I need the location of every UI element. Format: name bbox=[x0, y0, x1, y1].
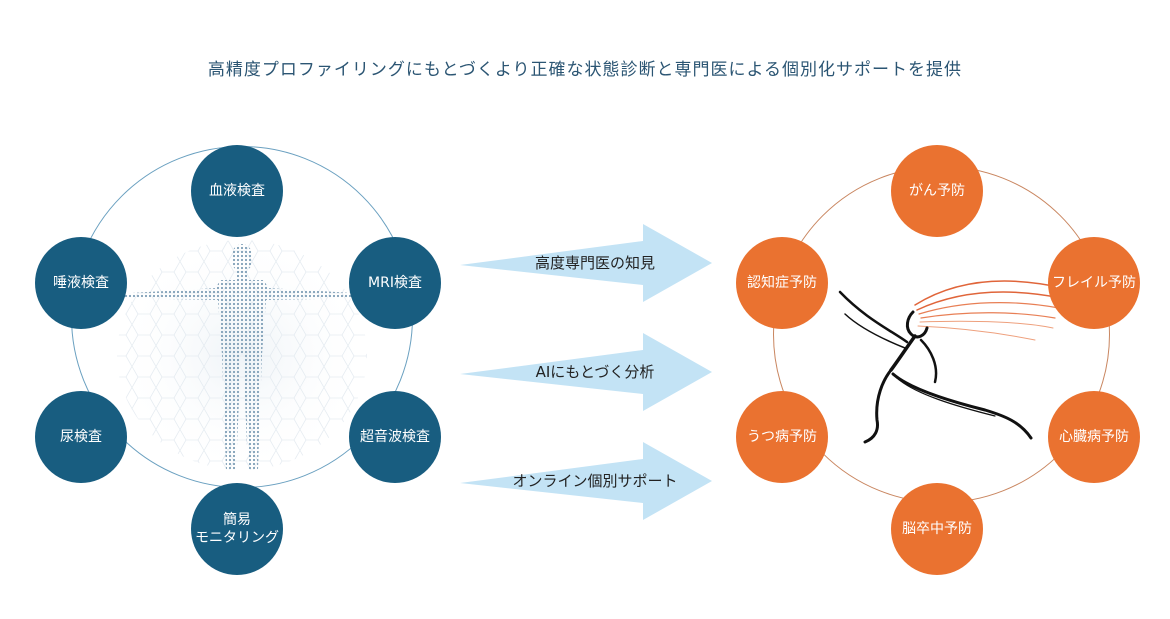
stroke-prevention-node: 脳卒中予防 bbox=[891, 483, 983, 575]
dementia-prevention-label: 認知症予防 bbox=[747, 275, 817, 291]
simple-monitoring-node: 簡易 モニタリング bbox=[191, 483, 283, 575]
dementia-prevention-node: 認知症予防 bbox=[736, 237, 828, 329]
frailty-prevention-node: フレイル予防 bbox=[1048, 237, 1140, 329]
arrow-online-shape bbox=[460, 442, 712, 520]
arrow-ai-label: AIにもとづく分析 bbox=[535, 363, 655, 381]
runner-illustration bbox=[838, 280, 1064, 444]
arrow-ai-shape bbox=[460, 333, 712, 411]
ultrasound-test-node: 超音波検査 bbox=[349, 391, 441, 483]
page-headline: 高精度プロファイリングにもとづくより正確な状態診断と専門医による個別化サポートを… bbox=[207, 60, 963, 80]
saliva-test-node: 唾液検査 bbox=[35, 237, 127, 329]
saliva-test-label: 唾液検査 bbox=[53, 275, 109, 291]
depression-prevention-label: うつ病予防 bbox=[747, 429, 817, 445]
heart-disease-prevention-node: 心臓病予防 bbox=[1048, 391, 1140, 483]
arrow-expert-label: 高度専門医の知見 bbox=[534, 254, 655, 272]
heart-disease-prevention-label: 心臓病予防 bbox=[1059, 429, 1129, 445]
arrow-expert-shape bbox=[460, 224, 712, 302]
arrow-online-label: オンライン個別サポート bbox=[512, 472, 678, 490]
simple-monitoring-label-line2: モニタリング bbox=[195, 530, 279, 546]
arrow-online-support: オンライン個別サポート bbox=[460, 442, 712, 520]
stroke-prevention-label: 脳卒中予防 bbox=[902, 521, 972, 537]
cancer-prevention-label: がん予防 bbox=[909, 183, 965, 199]
mri-test-label: MRI検査 bbox=[368, 275, 422, 291]
blood-test-node: 血液検査 bbox=[191, 145, 283, 237]
urine-test-label: 尿検査 bbox=[60, 429, 102, 445]
arrow-ai-analysis: AIにもとづく分析 bbox=[460, 333, 712, 411]
blood-test-label: 血液検査 bbox=[209, 183, 265, 199]
simple-monitoring-label-line1: 簡易 bbox=[223, 512, 251, 528]
frailty-prevention-label: フレイル予防 bbox=[1052, 275, 1136, 291]
arrow-expert-knowledge: 高度専門医の知見 bbox=[460, 224, 712, 302]
depression-prevention-node: うつ病予防 bbox=[736, 391, 828, 483]
human-body-illustration bbox=[112, 235, 372, 475]
ultrasound-test-label: 超音波検査 bbox=[360, 429, 430, 445]
mri-test-node: MRI検査 bbox=[349, 237, 441, 329]
cancer-prevention-node: がん予防 bbox=[891, 145, 983, 237]
urine-test-node: 尿検査 bbox=[35, 391, 127, 483]
